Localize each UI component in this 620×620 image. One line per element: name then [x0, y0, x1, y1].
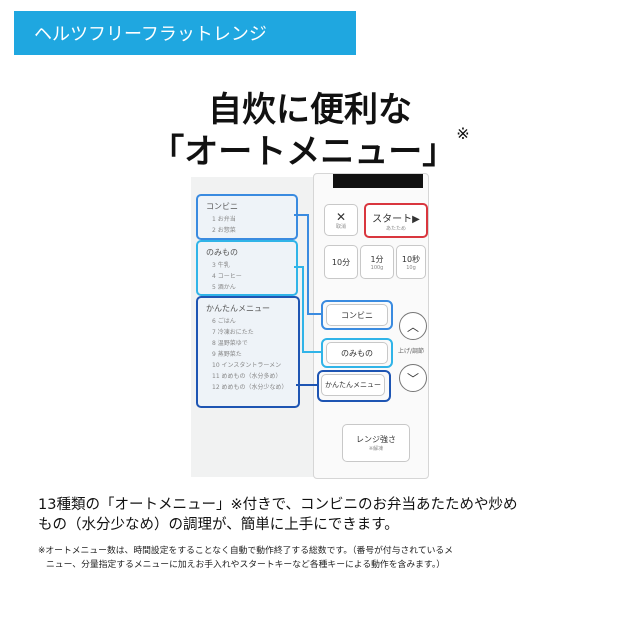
nomimono-title: のみもの — [206, 248, 238, 257]
konbini-label: コンビニ — [341, 310, 373, 320]
list-item: 3 牛乳 — [212, 262, 230, 269]
kantan-highlight — [317, 370, 391, 402]
time-label: 10分 — [331, 257, 351, 267]
headline-mark: ※ — [456, 124, 470, 143]
time-label: 1分 — [370, 254, 384, 264]
konbini-highlight — [321, 300, 393, 330]
start-sub-label: あたため — [385, 225, 406, 232]
connector-nomimono — [294, 266, 303, 268]
power-label: レンジ強さ — [356, 435, 396, 444]
konbini-button[interactable]: コンビニ — [326, 304, 388, 326]
connector-konbini — [307, 214, 309, 314]
down-button[interactable]: ﹀ — [399, 364, 427, 392]
time-10min-button[interactable]: 10分 — [324, 245, 358, 279]
cancel-label: 取消 — [335, 223, 346, 230]
connector-konbini — [294, 214, 308, 216]
list-item: 1 お弁当 — [212, 216, 236, 223]
time-1min-button[interactable]: 1分 100g — [360, 245, 394, 279]
display-screen — [333, 174, 423, 188]
list-item: 4 コーヒー — [212, 273, 242, 280]
nomimono-highlight — [321, 338, 393, 368]
time-sub-label: 100g — [370, 264, 384, 271]
connector-kantan — [296, 384, 318, 386]
konbini-title: コンビニ — [206, 202, 238, 211]
power-sub-label: ※解凍 — [368, 446, 384, 452]
time-label: 10秒 — [401, 254, 421, 264]
nomimono-button[interactable]: のみもの — [326, 342, 388, 364]
start-label: スタート▶ — [372, 213, 420, 225]
close-icon: ✕ — [335, 209, 347, 224]
konbini-menu-list: コンビニ 1 お弁当 2 お惣菜 — [196, 194, 298, 240]
list-item: 9 蒸野菜た — [212, 351, 242, 358]
description-line: 13種類の「オートメニュー」※付きで、コンビニのお弁当あたためや炒め — [38, 497, 518, 513]
footnote-line: ※オートメニュー数は、時間設定をすることなく自動で動作終了する総数です。（番号が… — [38, 546, 454, 556]
start-button[interactable]: スタート▶ あたため — [364, 203, 428, 238]
kantan-title: かんたんメニュー — [206, 304, 270, 313]
list-item: 5 酒かん — [212, 284, 236, 291]
footnote: ※オートメニュー数は、時間設定をすることなく自動で動作終了する総数です。（番号が… — [38, 544, 598, 572]
chevron-up-icon: ︿ — [406, 319, 419, 334]
adjust-label: 上げ/調節 — [397, 348, 425, 355]
list-item: 8 温野菜ゆで — [212, 340, 248, 347]
chevron-down-icon: ﹀ — [406, 371, 419, 386]
time-sub-label: 10g — [406, 264, 416, 271]
description: 13種類の「オートメニュー」※付きで、コンビニのお弁当あたためや炒め もの（水分… — [38, 495, 598, 535]
connector-nomimono — [302, 351, 322, 353]
power-button[interactable]: レンジ強さ ※解凍 — [342, 424, 410, 462]
kantan-button[interactable]: かんたんメニュー — [321, 374, 385, 396]
list-item: 12 めめもの（水分少なめ） — [212, 384, 288, 391]
list-item: 10 インスタントラーメン — [212, 362, 282, 369]
category-tag: ヘルツフリーフラットレンジ — [14, 11, 356, 55]
up-button[interactable]: ︿ — [399, 312, 427, 340]
headline-line1: 自炊に便利な — [208, 90, 412, 130]
connector-konbini — [307, 313, 323, 315]
nomimono-label: のみもの — [341, 348, 373, 358]
list-item: 2 お惣菜 — [212, 227, 236, 234]
kantan-menu-list: かんたんメニュー 6 ごはん 7 冷凍おにたた 8 温野菜ゆで 9 蒸野菜た 1… — [196, 296, 300, 408]
headline-line2: 「オートメニュー」※ — [0, 124, 620, 173]
list-item: 7 冷凍おにたた — [212, 329, 254, 336]
list-item: 11 めめもの（水分多め） — [212, 373, 282, 380]
cancel-button[interactable]: ✕ 取消 — [324, 204, 358, 236]
description-line: もの（水分少なめ）の調理が、簡単に上手にできます。 — [38, 517, 399, 533]
nomimono-menu-list: のみもの 3 牛乳 4 コーヒー 5 酒かん — [196, 240, 298, 296]
time-10sec-button[interactable]: 10秒 10g — [396, 245, 426, 279]
list-item: 6 ごはん — [212, 318, 236, 325]
footnote-line: ニュー、分量指定するメニューに加えお手入れやスタートキーなど各種キーによる動作を… — [46, 560, 446, 570]
connector-nomimono — [302, 266, 304, 352]
headline-text: 「オートメニュー」 — [150, 132, 457, 172]
kantan-label: かんたんメニュー — [325, 381, 381, 389]
